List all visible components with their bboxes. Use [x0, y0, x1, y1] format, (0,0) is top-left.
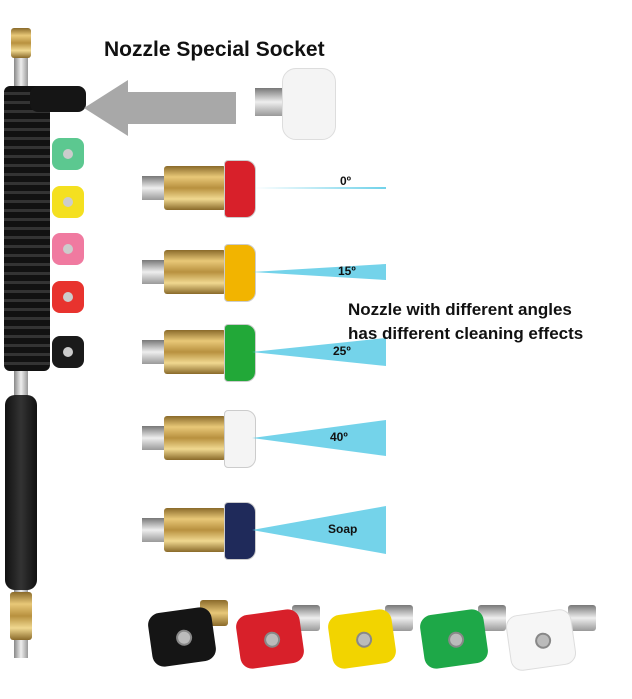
bottom-green-nozzle	[418, 607, 490, 671]
nozzle-tip	[224, 410, 256, 468]
nozzle-tip	[224, 324, 256, 382]
angle-label: 25º	[333, 344, 351, 358]
angle-label: Soap	[328, 522, 358, 536]
spray-cone	[252, 187, 386, 189]
description-line-1: Nozzle with different angles	[348, 300, 572, 319]
bottom-white-nozzle	[504, 607, 578, 673]
nozzle-stem	[142, 176, 168, 200]
brass-coupler	[164, 166, 226, 210]
brass-coupler	[164, 508, 226, 552]
brass-coupler	[164, 330, 226, 374]
nozzle-stem	[142, 260, 168, 284]
wand-top-fitting	[11, 28, 31, 58]
spray-cone	[252, 506, 386, 554]
nozzle-stem	[142, 426, 168, 450]
wand-bottom-fitting	[10, 592, 32, 640]
wand-handle	[5, 395, 37, 590]
spray-cone	[252, 420, 386, 456]
holder-top	[30, 86, 86, 112]
holder-green-nozzle	[52, 138, 84, 170]
holder-red-nozzle	[52, 281, 84, 313]
nozzle-holder	[4, 86, 50, 371]
spray-cone	[252, 338, 386, 366]
nozzle-tip	[224, 160, 256, 218]
bottom-white-stem	[568, 605, 596, 631]
heading: Nozzle Special Socket	[104, 38, 325, 61]
nozzle-stem	[142, 340, 168, 364]
angle-label: 40º	[330, 430, 348, 444]
socket-white-nozzle	[282, 68, 336, 140]
brass-coupler	[164, 250, 226, 294]
description-line-2: has different cleaning effects	[348, 324, 584, 343]
spray-cone	[252, 264, 386, 280]
nozzle-tip	[224, 244, 256, 302]
angle-label: 0º	[340, 174, 352, 188]
bottom-black-nozzle	[146, 605, 218, 669]
socket-stem	[255, 88, 285, 116]
nozzle-stem	[142, 518, 168, 542]
bottom-yellow-nozzle	[326, 607, 398, 671]
angle-label: 15º	[338, 264, 356, 278]
holder-black-nozzle	[52, 336, 84, 368]
brass-coupler	[164, 416, 226, 460]
holder-yellow-nozzle	[52, 186, 84, 218]
arrow-left-icon	[84, 80, 236, 136]
nozzle-tip	[224, 502, 256, 560]
holder-pink-nozzle	[52, 233, 84, 265]
bottom-red-nozzle	[234, 607, 306, 671]
